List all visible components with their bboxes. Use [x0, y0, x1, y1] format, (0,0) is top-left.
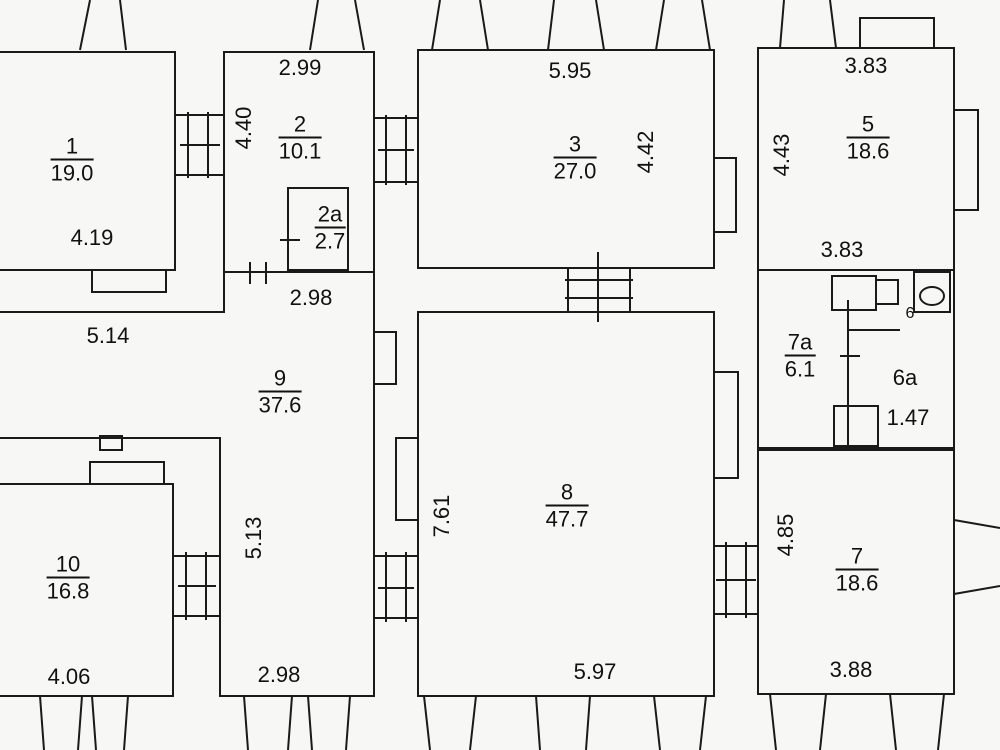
- room-9-fixture: [373, 331, 397, 385]
- dim-r7-height: 4.85: [773, 513, 798, 557]
- room-6-block-walls: [757, 269, 955, 449]
- room-10-fixture: [89, 461, 165, 485]
- room-3-fixture: [713, 157, 737, 233]
- dim-r8-height: 7.61: [429, 494, 454, 538]
- dim-r5-top: 3.83: [844, 53, 888, 78]
- room-8-fixture-right: [713, 371, 739, 479]
- dim-r8-bottom: 5.97: [573, 659, 617, 684]
- dim-r10-bottom: 4.06: [47, 664, 91, 689]
- dim-r3-top: 5.95: [548, 58, 592, 83]
- room-6a-label: 6a: [892, 365, 918, 390]
- dim-r9-bottom: 2.98: [257, 662, 301, 687]
- dim-corridor-width: 5.14: [86, 323, 130, 348]
- dim-r1-width: 4.19: [70, 225, 114, 250]
- dim-r5-height: 4.43: [769, 133, 794, 177]
- room-2a-walls: [287, 187, 349, 271]
- dim-r2-top: 2.99: [278, 55, 322, 80]
- dim-r3-height: 4.42: [633, 130, 658, 174]
- dim-r2-bottom: 2.98: [289, 285, 333, 310]
- dim-r9-height: 5.13: [241, 516, 266, 560]
- toilet-fixture: [913, 271, 951, 313]
- room-6-label: 6: [905, 305, 915, 322]
- dim-r2-height: 4.40: [231, 106, 256, 150]
- room-9-walls: [0, 271, 375, 697]
- dim-r7-bottom: 3.88: [829, 657, 873, 682]
- room-5-fixture-top: [859, 17, 935, 49]
- room-6a-fixture: [833, 405, 879, 447]
- dim-r5-bottom: 3.83: [820, 237, 864, 262]
- room-8-fixture-left: [395, 437, 419, 521]
- dim-r6a-width: 1.47: [886, 405, 930, 430]
- room-6-fixture-a: [831, 275, 877, 311]
- room-6-fixture-b: [875, 279, 899, 305]
- room-5-fixture-right: [953, 109, 979, 211]
- room-1-fixture: [91, 269, 167, 293]
